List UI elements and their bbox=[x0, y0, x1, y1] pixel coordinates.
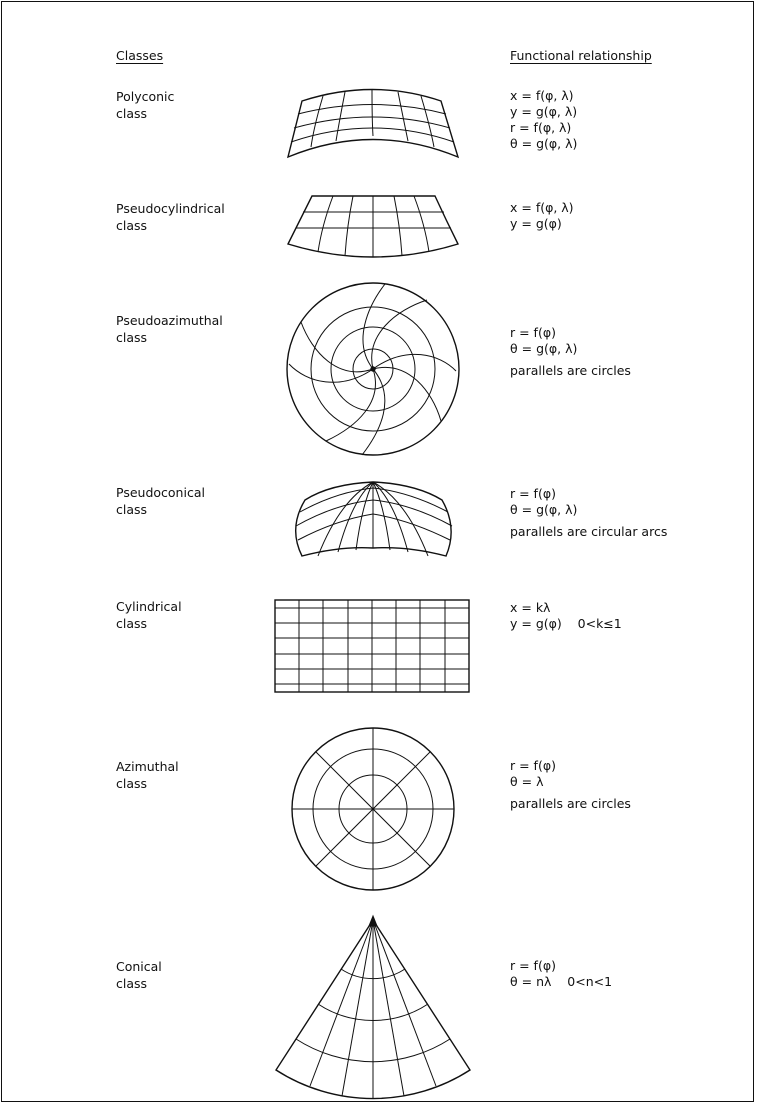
formula-line: parallels are circles bbox=[510, 796, 631, 811]
label-polyconic: Polyconic class bbox=[116, 88, 174, 122]
formula-line: θ = nλ 0<n<1 bbox=[510, 974, 613, 989]
formula-line: r = f(φ) bbox=[510, 486, 556, 501]
label-pseudoazimuthal: Pseudoazimuthal class bbox=[116, 312, 223, 346]
label-cylindrical: Cylindrical class bbox=[116, 598, 182, 632]
label-line: Conical bbox=[116, 959, 162, 974]
polyconic-graticule bbox=[286, 88, 460, 159]
label-line: Cylindrical bbox=[116, 599, 182, 614]
label-line: Pseudoazimuthal bbox=[116, 313, 223, 328]
label-conical: Conical class bbox=[116, 958, 162, 992]
label-pseudocylindrical: Pseudocylindrical class bbox=[116, 200, 225, 234]
formula-line: r = f(φ, λ) bbox=[510, 120, 572, 135]
formulas-polyconic: x = f(φ, λ) y = g(φ, λ) r = f(φ, λ) θ = … bbox=[510, 88, 577, 152]
formulas-pseudocylindrical: x = f(φ, λ) y = g(φ) bbox=[510, 200, 574, 232]
pseudoazimuthal-graticule bbox=[286, 282, 460, 456]
formula-line: θ = g(φ, λ) bbox=[510, 502, 578, 517]
formula-line: x = f(φ, λ) bbox=[510, 200, 574, 215]
formula-line: θ = g(φ, λ) bbox=[510, 341, 578, 356]
label-line: Polyconic bbox=[116, 89, 175, 104]
formula-line: θ = g(φ, λ) bbox=[510, 136, 578, 151]
label-line: class bbox=[116, 616, 148, 631]
formula-line: r = f(φ) bbox=[510, 758, 556, 773]
formulas-pseudoconical: r = f(φ) θ = g(φ, λ) parallels are circu… bbox=[510, 486, 667, 540]
formulas-pseudoazimuthal: r = f(φ) θ = g(φ, λ) parallels are circl… bbox=[510, 325, 631, 379]
formula-line: parallels are circular arcs bbox=[510, 524, 668, 539]
label-line: class bbox=[116, 330, 148, 345]
label-line: class bbox=[116, 218, 148, 233]
label-line: class bbox=[116, 502, 148, 517]
formulas-conical: r = f(φ) θ = nλ 0<n<1 bbox=[510, 958, 612, 990]
cylindrical-graticule bbox=[274, 599, 470, 693]
conical-graticule bbox=[275, 914, 471, 1100]
pseudocylindrical-graticule bbox=[287, 195, 459, 258]
formula-line: r = f(φ) bbox=[510, 325, 556, 340]
header-classes: Classes bbox=[116, 48, 164, 63]
formula-line: parallels are circles bbox=[510, 363, 631, 378]
label-line: class bbox=[116, 106, 148, 121]
formula-line: x = f(φ, λ) bbox=[510, 88, 574, 103]
label-pseudoconical: Pseudoconical class bbox=[116, 484, 205, 518]
label-line: class bbox=[116, 976, 148, 991]
formula-line: y = g(φ) 0<k≤1 bbox=[510, 616, 622, 631]
formula-line: r = f(φ) bbox=[510, 958, 556, 973]
azimuthal-graticule bbox=[291, 727, 455, 891]
pseudoconical-graticule bbox=[295, 481, 453, 557]
formula-line: y = g(φ) bbox=[510, 216, 562, 231]
formulas-cylindrical: x = kλ y = g(φ) 0<k≤1 bbox=[510, 600, 622, 632]
label-line: class bbox=[116, 776, 148, 791]
formula-line: θ = λ bbox=[510, 774, 544, 789]
label-line: Pseudocylindrical bbox=[116, 201, 225, 216]
label-azimuthal: Azimuthal class bbox=[116, 758, 179, 792]
formulas-azimuthal: r = f(φ) θ = λ parallels are circles bbox=[510, 758, 631, 812]
label-line: Pseudoconical bbox=[116, 485, 205, 500]
label-line: Azimuthal bbox=[116, 759, 179, 774]
formula-line: y = g(φ, λ) bbox=[510, 104, 578, 119]
formula-line: x = kλ bbox=[510, 600, 551, 615]
header-functional-relationship: Functional relationship bbox=[510, 48, 652, 63]
